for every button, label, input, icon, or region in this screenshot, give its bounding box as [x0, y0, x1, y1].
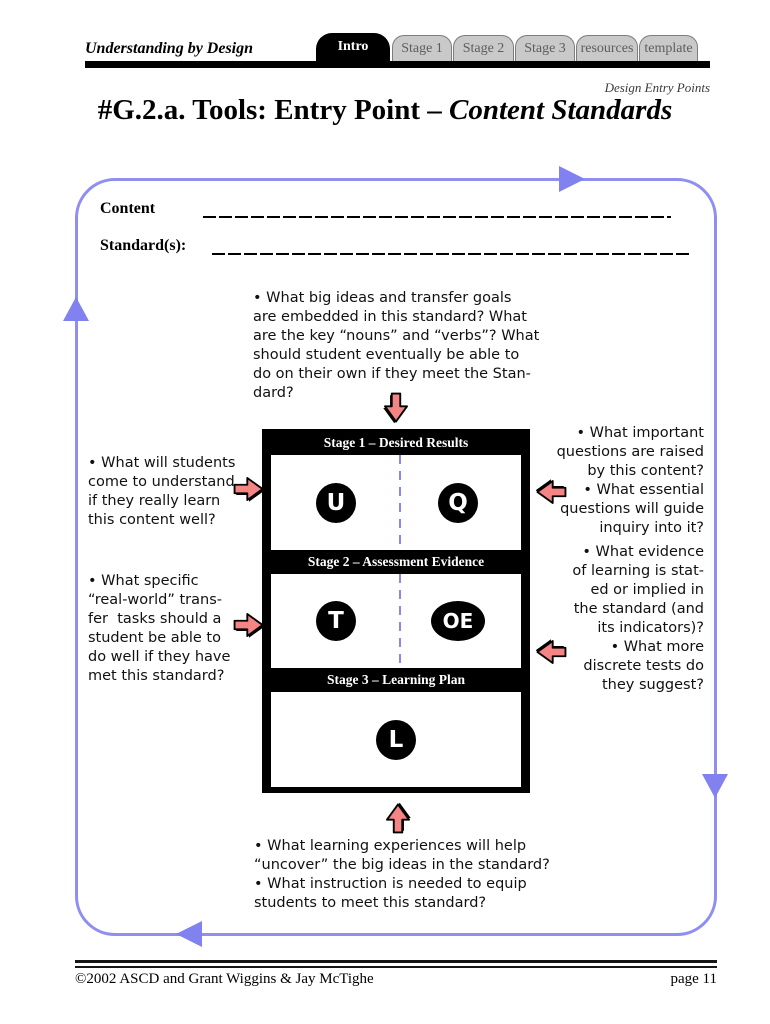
- flow-arrow-up-icon: [63, 297, 89, 321]
- tab-stage-1[interactable]: Stage 1: [392, 35, 452, 61]
- flow-arrow-right-icon: [559, 166, 585, 192]
- page-title-prefix: #G.2.a. Tools: Entry Point –: [97, 94, 450, 126]
- brand-title: Understanding by Design: [85, 40, 254, 57]
- red-arrow-left-icon: [534, 637, 568, 667]
- flow-loop-border: [75, 178, 717, 936]
- tab-template[interactable]: template: [639, 35, 698, 61]
- badge-understandings: U: [316, 482, 356, 523]
- red-arrow-right-icon: [232, 610, 266, 640]
- question-top: • What big ideas and transfer goals are …: [253, 290, 540, 401]
- badge-learning-plan: L: [376, 719, 416, 760]
- question-right-lower: • What evidence of learning is stat- ed …: [572, 544, 704, 693]
- field-label-content: Content: [100, 200, 156, 217]
- tab-intro[interactable]: Intro: [316, 33, 390, 61]
- red-arrow-down-icon: [381, 391, 411, 425]
- ubd-stage-matrix: Stage 1 – Desired Results U Q Stage 2 – …: [262, 429, 530, 793]
- red-arrow-right-icon: [232, 474, 266, 504]
- stage2-cell: T OE: [269, 572, 523, 670]
- question-right-upper: • What important questions are raised by…: [556, 425, 704, 536]
- dashed-divider: [399, 574, 401, 668]
- header-rule: [85, 61, 710, 68]
- question-left-lower: • What specific “real-world” trans- fer …: [88, 573, 231, 684]
- footer-copyright: ©2002 ASCD and Grant Wiggins & Jay McTig…: [75, 971, 374, 987]
- section-subtitle: Design Entry Points: [604, 80, 710, 95]
- red-arrow-left-icon: [534, 477, 568, 507]
- stage1-header-bar: Stage 1 – Desired Results: [266, 433, 526, 453]
- badge-essential-questions: Q: [438, 482, 478, 523]
- flow-arrow-down-icon: [702, 774, 728, 798]
- badge-transfer-tasks: T: [316, 601, 356, 641]
- stage2-header-bar: Stage 2 – Assessment Evidence: [266, 552, 526, 572]
- question-bottom: • What learning experiences will help “u…: [254, 838, 550, 911]
- content-blank-line: [203, 216, 671, 218]
- tab-stage-2[interactable]: Stage 2: [453, 35, 514, 61]
- question-left-upper: • What will students come to understand …: [88, 455, 236, 528]
- tab-stage-3[interactable]: Stage 3: [515, 35, 575, 61]
- page-title-emphasis: Content Standards: [449, 94, 673, 126]
- badge-other-evidence: OE: [431, 601, 485, 641]
- standards-blank-line: [212, 253, 690, 255]
- stage3-cell: L: [269, 690, 523, 789]
- footer-rule: [75, 960, 717, 968]
- page-title: #G.2.a. Tools: Entry Point – Content Sta…: [0, 94, 770, 127]
- stage3-header-bar: Stage 3 – Learning Plan: [266, 670, 526, 690]
- footer-page-number: page 11: [670, 971, 717, 987]
- red-arrow-up-icon: [383, 801, 413, 835]
- field-label-standards: Standard(s):: [100, 237, 187, 254]
- dashed-divider: [399, 455, 401, 550]
- stage1-cell: U Q: [269, 453, 523, 552]
- tab-resources[interactable]: resources: [576, 35, 638, 61]
- flow-arrow-left-icon: [176, 921, 202, 947]
